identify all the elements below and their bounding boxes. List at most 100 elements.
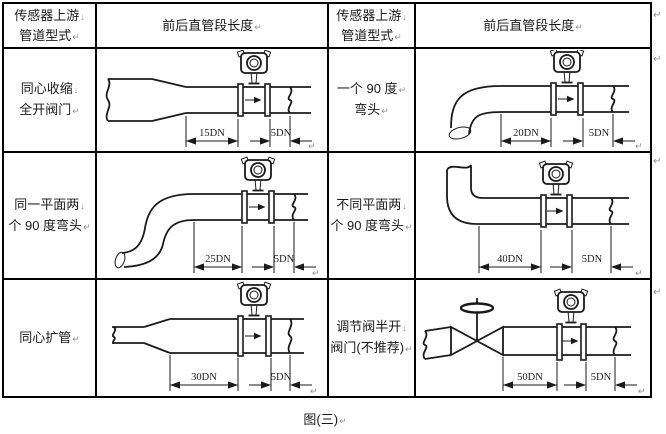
arrowhead-icon bbox=[186, 136, 196, 145]
elbow-90 bbox=[450, 84, 502, 128]
flange-icon bbox=[241, 189, 248, 224]
pipe-break-icon bbox=[111, 325, 117, 344]
paragraph-mark: ↵ bbox=[308, 141, 316, 151]
dimensions: 15DN 5DN bbox=[185, 115, 312, 147]
downstream-pipe bbox=[583, 84, 629, 113]
upstream-dimension-label: 30DN bbox=[191, 372, 217, 383]
downstream-pipe bbox=[271, 317, 304, 354]
arrowhead-icon bbox=[228, 380, 238, 389]
dimensions: 30DN 5DN bbox=[169, 354, 312, 391]
flange-icon bbox=[550, 81, 557, 116]
upstream-dimension-label: 20DN bbox=[513, 128, 539, 139]
header-upstream-pipe-type-left: 传感器上游↓ 管道型式↵ bbox=[2, 2, 97, 49]
type-label-single-elbow: 一个 90 度↵ 弯头↵ bbox=[327, 47, 416, 153]
pipe-break-icon bbox=[291, 192, 297, 221]
figure-caption: 图(三)↵ bbox=[303, 412, 347, 427]
pipe-break-icon bbox=[446, 163, 472, 171]
transmitter-icon bbox=[240, 155, 276, 191]
type-label-two-elbows-same-plane: 同一平面两↓ 个 90 度弯头↵ bbox=[2, 151, 97, 280]
arrowhead-icon bbox=[611, 262, 621, 271]
paragraph-mark: ↵ bbox=[405, 221, 413, 232]
pipe-break-icon bbox=[105, 77, 111, 122]
flange-icon bbox=[566, 193, 573, 228]
downstream-pipe bbox=[586, 325, 631, 356]
flange-icon bbox=[540, 193, 547, 228]
flow-arrow-icon bbox=[244, 95, 262, 104]
pipe-break-icon bbox=[610, 84, 616, 113]
flowmeter-icon bbox=[240, 155, 276, 224]
expander-cone bbox=[143, 317, 171, 354]
line-break-mark: ↓ bbox=[80, 12, 85, 22]
arrowhead-icon bbox=[562, 262, 572, 271]
type-label-half-open-valve: 调节阀半开↓ 阀门(不推荐)↵ bbox=[327, 278, 416, 398]
paragraph-mark: ↵ bbox=[72, 31, 80, 42]
paragraph-mark: ↵ bbox=[254, 21, 262, 32]
header-straight-length-right: 前后直管段长度↵ bbox=[414, 2, 652, 49]
arrowhead-icon bbox=[228, 136, 238, 145]
pipe-break-icon bbox=[422, 329, 428, 360]
handwheel-icon bbox=[459, 301, 495, 314]
arrowhead-icon bbox=[170, 380, 180, 389]
header-line: 传感器上游↓ bbox=[14, 8, 85, 23]
arrowhead-icon bbox=[547, 380, 557, 389]
type-label-concentric-reducer: 同心收缩↓ 全开阀门↵ bbox=[2, 47, 97, 153]
reducer-cone bbox=[151, 77, 187, 122]
paragraph-mark: ↵ bbox=[635, 141, 643, 151]
dimensions: 20DN 5DN bbox=[500, 113, 635, 147]
paragraph-mark: ↵ bbox=[83, 221, 91, 232]
arrowhead-icon bbox=[232, 262, 242, 271]
downstream-pipe bbox=[572, 196, 629, 225]
paragraph-mark: ↵ bbox=[310, 386, 318, 396]
diagram-concentric-reducer: 15DN 5DN ↵ bbox=[95, 47, 329, 153]
paragraph-mark: ↵ bbox=[575, 21, 583, 32]
header-line: 管道型式↵ bbox=[341, 27, 402, 43]
s-bend bbox=[121, 192, 195, 254]
elbow-90 bbox=[468, 110, 502, 134]
flange-icon bbox=[264, 82, 271, 117]
upstream-pipe bbox=[111, 317, 238, 354]
pipe-break-icon bbox=[114, 251, 126, 268]
flowmeter-icon bbox=[236, 281, 272, 357]
paragraph-mark: ↵ bbox=[638, 386, 646, 396]
header-upstream-pipe-type-right: 传感器上游↓ 管道型式↵ bbox=[327, 2, 416, 49]
downstream-dimension-label: 5DN bbox=[274, 254, 295, 265]
flowmeter-icon bbox=[553, 287, 589, 361]
arrowhead-icon bbox=[573, 136, 583, 145]
paragraph-mark: ↵ bbox=[312, 268, 320, 278]
paragraph-mark: ↵ bbox=[72, 333, 80, 344]
flow-arrow-icon bbox=[546, 206, 564, 215]
arrowhead-icon bbox=[576, 380, 586, 389]
downstream-dimension-label: 5DN bbox=[591, 372, 612, 383]
upstream-pipe bbox=[422, 325, 452, 360]
transmitter-icon bbox=[549, 50, 585, 83]
upstream-dimension-label: 25DN bbox=[205, 254, 231, 265]
header-line: 管道型式↵ bbox=[19, 27, 80, 43]
paragraph-mark: ↵ bbox=[72, 106, 80, 116]
diagram-half-open-valve: 50DN 5DN ↵ bbox=[414, 278, 652, 398]
upstream-pipe bbox=[446, 163, 541, 225]
pipe-break-icon bbox=[608, 196, 614, 225]
flange-icon bbox=[556, 322, 563, 361]
dimensions: 25DN 5DN bbox=[193, 221, 316, 273]
downstream-dimension-label: 5DN bbox=[271, 128, 292, 139]
arrowhead-icon bbox=[479, 262, 489, 271]
diagram-two-elbows-different-plane: 40DN 5DN ↵ bbox=[414, 151, 652, 280]
diagram-single-elbow: 20DN 5DN ↵ bbox=[414, 47, 652, 153]
flowmeter-icon bbox=[236, 50, 272, 117]
arrowhead-icon bbox=[261, 380, 271, 389]
arrowhead-icon bbox=[503, 380, 513, 389]
arrowhead-icon bbox=[541, 136, 551, 145]
straight-pipe bbox=[503, 325, 557, 356]
vertical-elbow bbox=[446, 169, 541, 225]
line-break-mark: ↓ bbox=[402, 200, 407, 211]
flange-icon bbox=[237, 82, 244, 117]
paragraph-mark: ↵ bbox=[398, 85, 407, 96]
transmitter-icon bbox=[538, 159, 574, 195]
upstream-dimension-label: 50DN bbox=[517, 372, 543, 383]
arrowhead-icon bbox=[613, 136, 623, 145]
flange-icon bbox=[580, 322, 587, 361]
line-break-mark: ↓ bbox=[402, 323, 407, 334]
flange-icon bbox=[577, 81, 584, 116]
transmitter-icon bbox=[553, 287, 589, 323]
dimensions: 40DN 5DN bbox=[478, 225, 633, 273]
